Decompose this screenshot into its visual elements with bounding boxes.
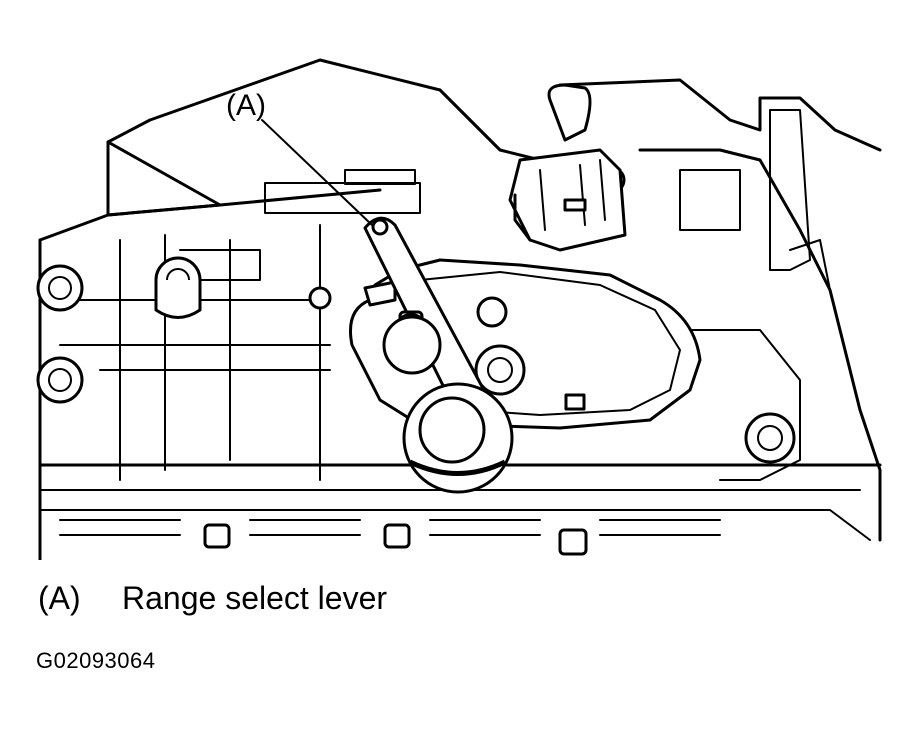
legend-key: (A) bbox=[38, 580, 81, 616]
callout-a-label: (A) bbox=[226, 89, 266, 122]
callout-a: (A) bbox=[226, 89, 373, 226]
figure-id: G02093064 bbox=[36, 648, 156, 673]
harness-connector bbox=[508, 83, 627, 252]
housing-bolts bbox=[36, 166, 796, 556]
transmission-illustration: (A) bbox=[36, 58, 882, 560]
range-select-lever bbox=[363, 216, 514, 494]
callout-leader-line bbox=[261, 119, 373, 226]
legend-description: Range select lever bbox=[122, 580, 388, 616]
legend: (A) Range select lever bbox=[38, 580, 387, 617]
